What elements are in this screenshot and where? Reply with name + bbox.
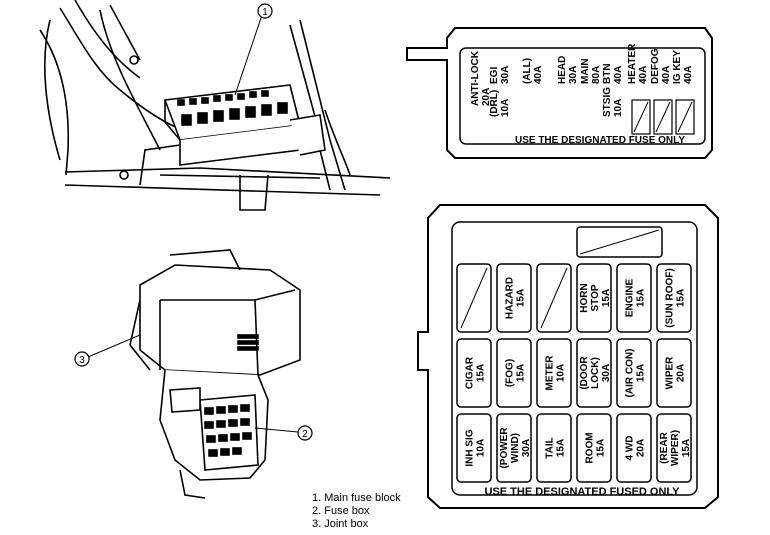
callout-2: 2 <box>302 429 308 440</box>
callout-3-circle <box>74 351 90 367</box>
fuse-slot-r2c0 <box>456 413 492 483</box>
fuse-slot-r1c2 <box>536 338 572 408</box>
fuse-label-r2c5: (REARWIPER)15A <box>659 430 692 466</box>
fuse-box-footer: USE THE DESIGNATED FUSED ONLY <box>485 486 681 498</box>
fuse-label-r1c1: (FOG)15A <box>505 359 527 387</box>
fuse-slot-r1c3 <box>576 338 612 408</box>
main-fuse-block-sketch <box>163 84 326 166</box>
legend-item-2: 2. Fuse box <box>312 505 370 517</box>
fuse-label-r1c5: WIPER20A <box>665 356 687 390</box>
fuse-slot-r2c4 <box>616 413 652 483</box>
fuse-slot-r2c3 <box>576 413 612 483</box>
fuse-label-r0c5: (SUN ROOF)15A <box>665 268 687 327</box>
fuse-slot-r1c1 <box>496 338 532 408</box>
fuse-slot-r1c0 <box>456 338 492 408</box>
fuse-slot-r0c1 <box>496 263 532 333</box>
fuse-slot-r2c2 <box>536 413 572 483</box>
fuse-label-r2c1: (POWERWIND)30A <box>499 427 532 469</box>
fuse-label-r1c0: CIGAR15A <box>465 356 487 389</box>
main-fuse-4: HEAD30A <box>557 56 579 84</box>
fuse-label-r1c2: METER10A <box>545 355 567 391</box>
legend-item-1: 1. Main fuse block <box>312 492 401 504</box>
fuse-box-diagram: HAZARD15A HORNSTOP15A ENGINE15A (SUN ROOF)1… <box>417 204 719 509</box>
fuse-label-r0c3: HORNSTOP15A <box>579 283 612 312</box>
fuse-slot-r1c5 <box>656 338 692 408</box>
fuse-label-r2c4: 4 WD20A <box>625 436 647 461</box>
callout-1-circle <box>257 3 273 19</box>
fuse-slot-r0c3 <box>576 263 612 333</box>
main-fuse-block-footer: USE THE DESIGNATED FUSE ONLY <box>515 135 685 146</box>
fuse-label-r1c3: (DOORLOCK)30A <box>579 356 612 390</box>
fuse-slot-r2c1 <box>496 413 532 483</box>
fuse-label-r0c4: ENGINE15A <box>625 279 647 318</box>
main-fuse-9: DEFOG40A <box>650 48 672 84</box>
fuse-label-r0c1: HAZARD15A <box>505 277 527 319</box>
fuse-label-r2c3: ROOM15A <box>585 432 607 463</box>
main-fuse-5: MAIN80A <box>580 58 602 84</box>
main-fuse-6: BTN40A <box>602 63 624 84</box>
main-fuse-1: EGI30A <box>489 66 511 84</box>
main-fuse-10: IG KEY40A <box>672 50 694 84</box>
fuse-label-r2c0: INH SIG10A <box>465 429 487 466</box>
fuse-slot-r0c4 <box>616 263 652 333</box>
fuse-slot-r2c5 <box>656 413 692 483</box>
main-fuse-2: (DRL)10A <box>489 90 511 117</box>
leader-line-3 <box>87 334 141 358</box>
callout-1: 1 <box>262 7 268 18</box>
fuse-label-r2c2: TAIL15A <box>545 437 567 458</box>
main-fuse-3: (ALL)40A <box>522 58 544 84</box>
joint-box-assembly <box>129 249 301 499</box>
leader-line-2 <box>254 427 299 433</box>
main-fuse-7: STSIG10A <box>602 87 624 117</box>
callout-3: 3 <box>79 355 85 366</box>
fuse-slot-r0c5 <box>656 263 692 333</box>
callout-2-circle <box>297 425 313 441</box>
engine-bay-sketch <box>39 0 391 211</box>
leader-line-1 <box>234 14 263 96</box>
main-fuse-8: HEATER40A <box>627 43 649 84</box>
legend-item-3: 3. Joint box <box>312 518 369 530</box>
fuse-slot-r1c4 <box>616 338 652 408</box>
fuse-label-r1c4: (AIR CON)15A <box>625 349 647 398</box>
main-fuse-0: ANTI-LOCK20A <box>470 50 492 106</box>
